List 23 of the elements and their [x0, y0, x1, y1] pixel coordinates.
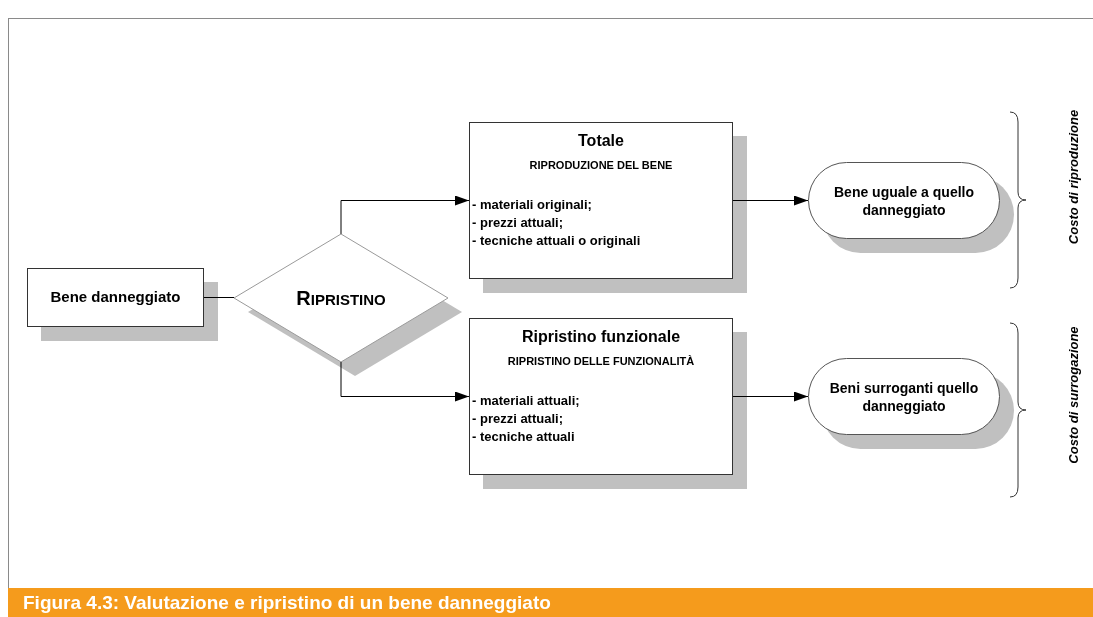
box-subtitle: RIPRISTINO DELLE FUNZIONALITÀ [506, 354, 696, 369]
process-box [469, 318, 733, 475]
connector-arrow [732, 195, 809, 206]
process-box [469, 122, 733, 279]
list-item: - tecniche attuali o originali [471, 231, 642, 250]
connector-arrow [732, 391, 809, 402]
list-item: - tecniche attuali [471, 427, 576, 446]
bracket-label: Costo di surrogazione [1065, 325, 1082, 466]
connector-arrow [340, 361, 470, 402]
bracket-label: Costo di riproduzione [1065, 108, 1082, 247]
process-box: Bene danneggiato [27, 268, 204, 327]
terminal-shape: Bene uguale a quello danneggiato [808, 162, 1000, 239]
decision-label: RIPRISTINO [296, 286, 386, 311]
box-title: Totale [577, 131, 625, 151]
list-item: - prezzi attuali; [471, 409, 564, 428]
connector-arrow [340, 195, 470, 235]
list-item: - materiali attuali; [471, 391, 581, 410]
box-subtitle: RIPRODUZIONE DEL BENE [528, 158, 674, 173]
box-title: Ripristino funzionale [520, 327, 682, 347]
terminal-shape: Beni surroganti quello danneggiato [808, 358, 1000, 435]
list-item: - materiali originali; [471, 195, 593, 214]
list-item: - prezzi attuali; [471, 213, 564, 232]
caption-bar: Figura 4.3: Valutazione e ripristino di un bene danneggiato [8, 588, 1093, 617]
